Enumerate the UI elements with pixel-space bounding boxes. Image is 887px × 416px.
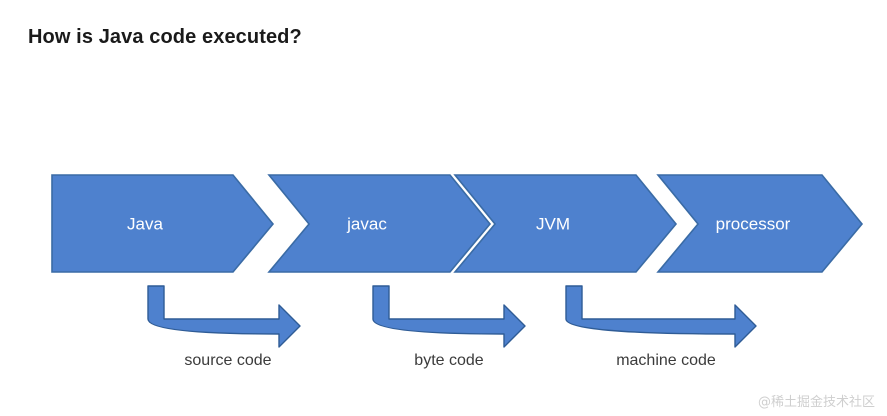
flow-step-jvm[interactable]: JVM xyxy=(453,174,678,273)
u-arrow-shape-machine-code[interactable] xyxy=(565,285,757,348)
chevron-shape-javac[interactable] xyxy=(267,174,492,273)
chevron-shape-jvm[interactable] xyxy=(453,174,678,273)
flow-step-processor[interactable]: processor xyxy=(656,174,864,273)
transition-caption-source-code: source code xyxy=(184,352,272,369)
chevron-shape-java[interactable] xyxy=(51,174,275,273)
watermark-text: @稀土掘金技术社区 xyxy=(757,395,875,410)
transition-arrow-machine-code[interactable] xyxy=(565,285,757,348)
flow-step-javac[interactable]: javac xyxy=(267,174,492,273)
u-arrow-shape-byte-code[interactable] xyxy=(372,285,526,348)
flow-step-java[interactable]: Java xyxy=(51,174,275,273)
page-title: How is Java code executed? xyxy=(28,26,302,48)
chevron-label-processor: processor xyxy=(716,214,791,233)
transition-arrow-source-code[interactable] xyxy=(147,285,301,348)
u-arrow-shape-source-code[interactable] xyxy=(147,285,301,348)
transition-caption-byte-code: byte code xyxy=(414,352,484,369)
transition-caption-machine-code: machine code xyxy=(616,352,716,369)
chevron-shape-processor[interactable] xyxy=(656,174,864,273)
chevron-label-jvm: JVM xyxy=(536,214,570,233)
chevron-label-javac: javac xyxy=(346,214,387,233)
transition-arrow-byte-code[interactable] xyxy=(372,285,526,348)
chevron-label-java: Java xyxy=(127,214,163,233)
